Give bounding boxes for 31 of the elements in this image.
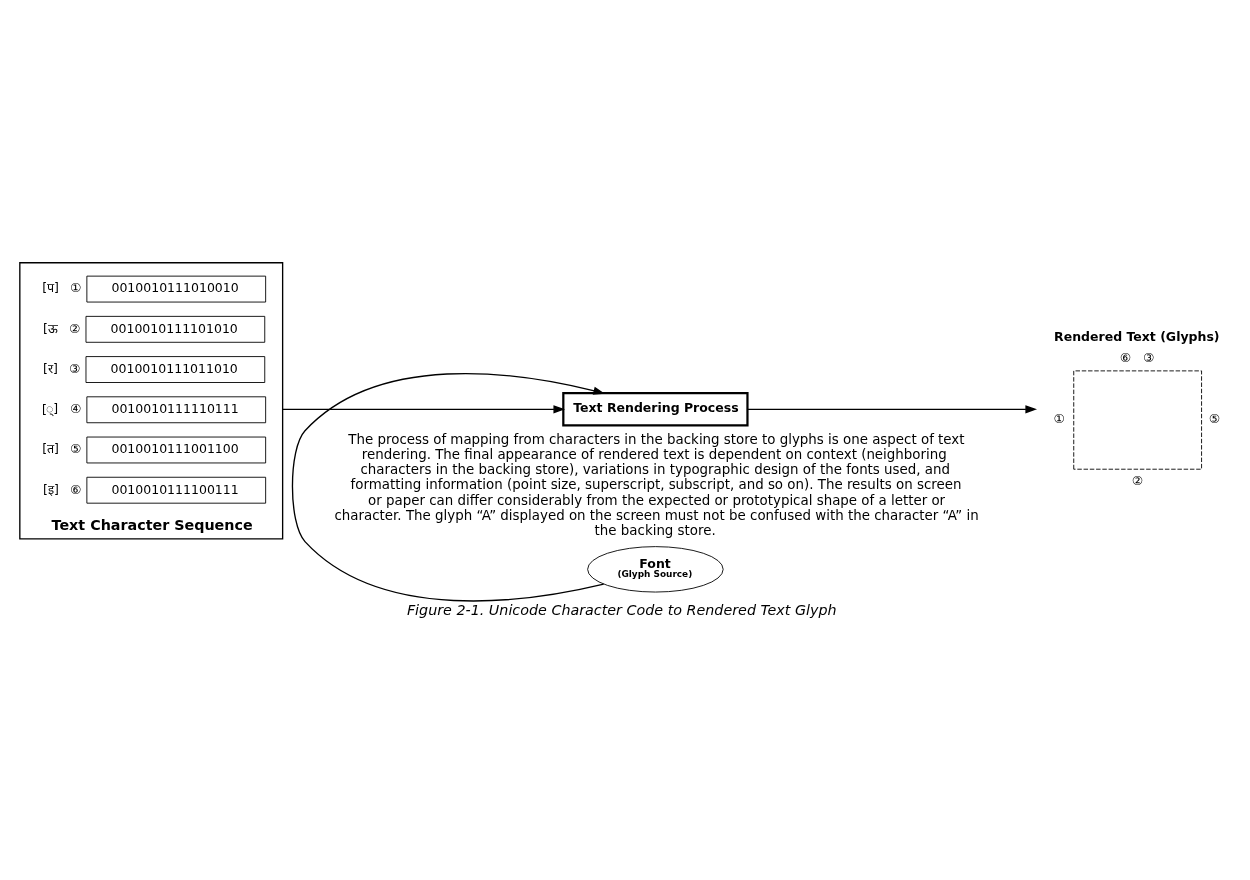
node-box: Text Rendering Process [562,392,749,427]
node-box: 0010010111011010 [85,356,266,383]
node-box: 0010010111010010 [86,275,267,303]
node-label: ⑤ [1208,411,1220,427]
node-label: [प] [42,280,59,296]
arrow [281,405,566,414]
node-label: ⑥ ③ [1119,350,1155,366]
node-ellipse: Font (Glyph Source) [587,546,724,593]
arrow [291,373,605,602]
node-box: 0010010111101010 [85,315,266,343]
node-label: ⑥ [69,481,82,497]
node-label: ③ [69,360,81,376]
node-box: 0010010111001100 [86,436,267,464]
node-box: 0010010111110111 [86,396,267,424]
label: The process of mapping from characters in the backing store to glyphs is one aspect of text rendering. The final appearance of rendered text is dependent on context (neighboring characters in the backing store), variations in typographic design of the fonts used, and formatting information (point size, superscript, subscript, and so on). The results on screen or paper can differ considerably from the expected or prototypical shape of a letter or character. The glyph “A” displayed on the screen must not be confused with the character “A” in the backing store. [334,431,979,538]
node-label: ② [1131,472,1144,488]
node-label: ④ [69,401,82,417]
node-label: Rendered Text (Glyphs) [1054,328,1220,344]
node-label: [्] [42,401,59,417]
caption: Figure 2-1. Unicode Character Code to Rendered Text Glyph [406,602,837,619]
node-label: [ऊ [43,320,58,336]
node-box: 0010010111100111 [86,476,267,504]
arrow [746,405,1038,414]
node-label: ② [69,320,81,336]
node-label: [र] [43,360,58,376]
node-label: ① [69,280,82,296]
node-label: ① [1053,411,1065,427]
node-label: [त] [42,441,59,457]
node-box [1073,370,1202,470]
node-label: ⑤ [69,441,82,457]
node-label: [इ] [43,481,59,497]
